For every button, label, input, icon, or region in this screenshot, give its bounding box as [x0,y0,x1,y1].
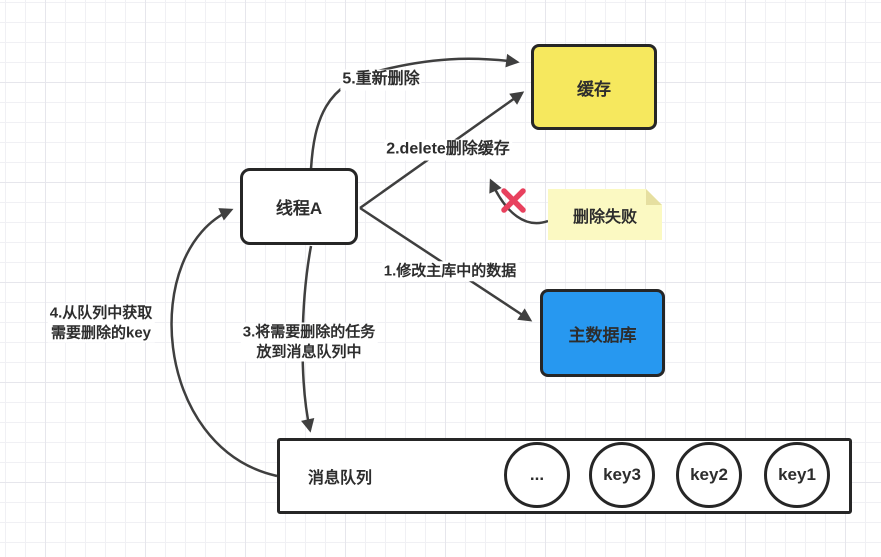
edge-label-step4-line1: 4.从队列中获取 [49,304,153,322]
edge-label-step4: 4.从队列中获取 需要删除的key [47,303,155,343]
queue-item-label: key1 [778,465,816,484]
queue-item-key1[interactable]: key1 [764,442,830,508]
edge-label-step5: 5.重新删除 [340,69,422,91]
queue-item-label: ... [529,465,545,484]
edge-label-step3-line1: 3.将需要删除的任务 [242,323,376,341]
queue-item-key3[interactable]: key3 [589,442,655,508]
node-thread-a[interactable]: 线程A [240,168,358,245]
node-message-queue-label: 消息队列 [308,470,373,487]
note-delete-failed-label: 删除失败 [572,208,637,226]
arrow-delete-failed [489,178,549,225]
node-main-database[interactable]: 主数据库 [540,289,665,377]
edge-label-step4-line2: 需要删除的key [50,324,152,341]
failure-x-icon [501,188,526,213]
queue-item-label: key2 [690,465,728,484]
queue-item-label: key3 [603,465,641,484]
edge-label-step2: 2.delete删除缓存 [384,139,512,161]
edge-label-step3: 3.将需要删除的任务 放到消息队列中 [240,322,378,362]
note-delete-failed[interactable]: 删除失败 [548,189,662,240]
node-main-database-label: 主数据库 [568,325,637,345]
queue-item-ellipsis[interactable]: ... [504,442,570,508]
arrow-step4-from-queue [170,208,278,478]
node-cache-label: 缓存 [577,79,611,99]
node-cache[interactable]: 缓存 [531,44,657,130]
queue-item-key2[interactable]: key2 [676,442,742,508]
edge-label-step3-line2: 放到消息队列中 [256,343,362,360]
edge-label-step1: 1.修改主库中的数据 [381,261,519,281]
node-thread-a-label: 线程A [275,199,323,218]
